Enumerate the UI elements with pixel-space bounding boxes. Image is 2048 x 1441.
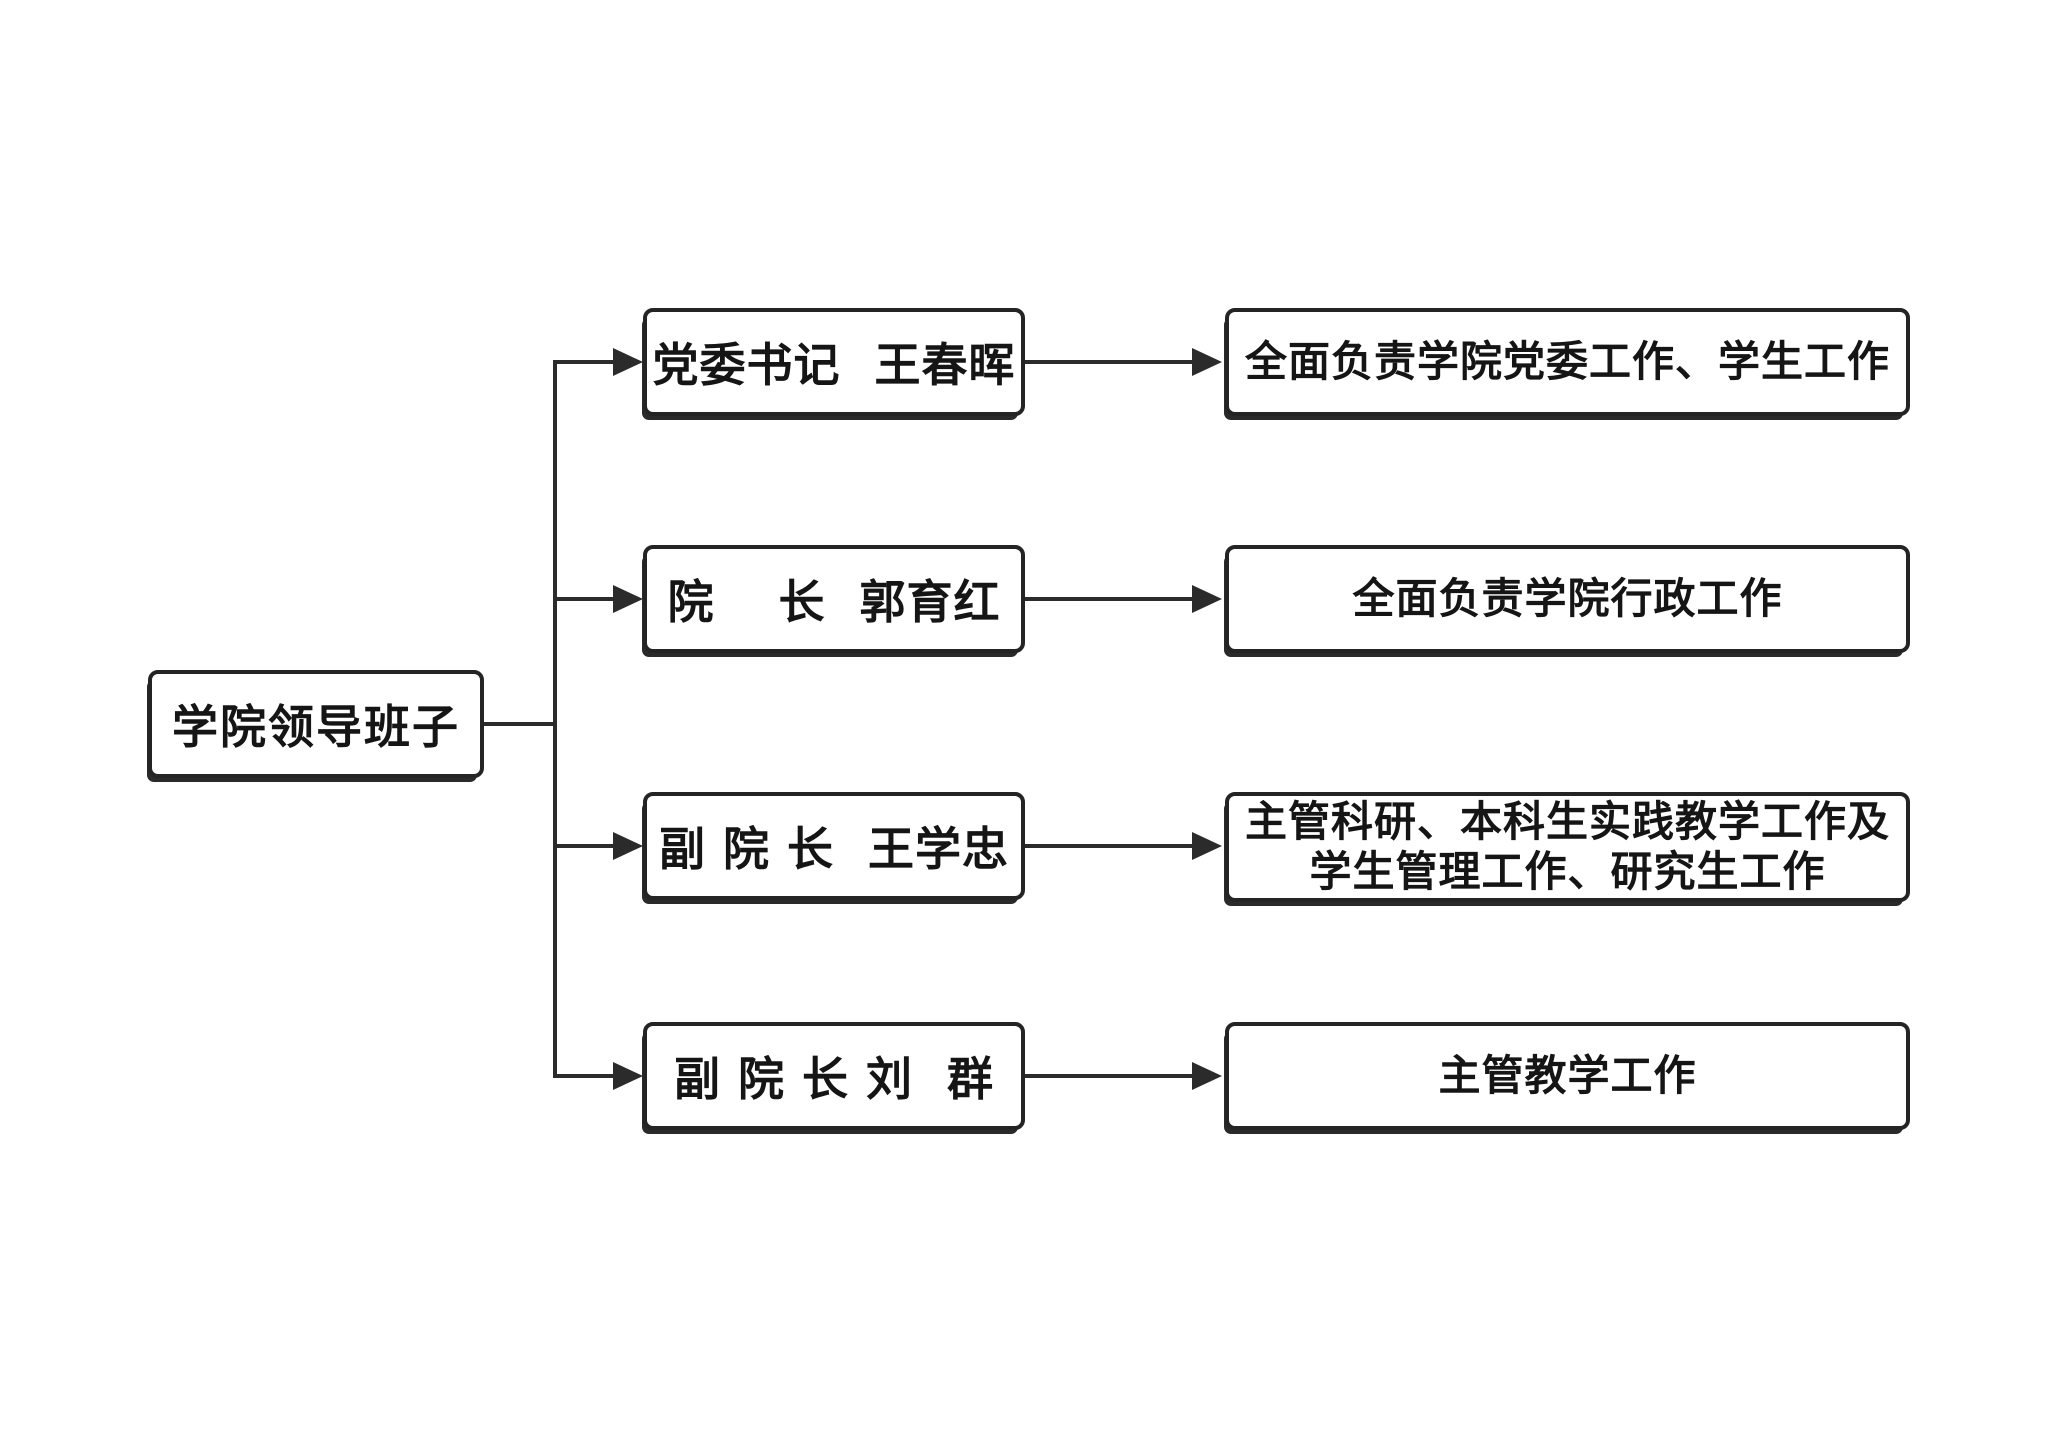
role-node-party-secretary: 党委书记 王春晖	[643, 308, 1025, 416]
role-label: 副 院 长 王学忠	[658, 822, 1010, 876]
duty-arrow-line	[1025, 360, 1192, 364]
root-node-label: 学院领导班子	[172, 700, 460, 754]
root-node-leadership-team: 学院领导班子	[148, 670, 484, 778]
role-label: 院 长 郭育红	[667, 575, 1001, 629]
duty-node-party-secretary: 全面负责学院党委工作、学生工作	[1225, 308, 1910, 416]
branch-line	[553, 1074, 617, 1078]
duty-node-vice-dean-wang: 主管科研、本科生实践教学工作及 学生管理工作、研究生工作	[1225, 792, 1910, 902]
role-node-dean: 院 长 郭育红	[643, 545, 1025, 653]
duty-arrow-line	[1025, 597, 1192, 601]
duty-arrowhead-icon	[1192, 585, 1222, 613]
duty-arrow-line	[1025, 1074, 1192, 1078]
branch-arrowhead-icon	[613, 348, 643, 376]
role-node-vice-dean-wang: 副 院 长 王学忠	[643, 792, 1025, 900]
duty-arrowhead-icon	[1192, 832, 1222, 860]
duty-node-vice-dean-liu: 主管教学工作	[1225, 1022, 1910, 1130]
branch-arrowhead-icon	[613, 1062, 643, 1090]
role-label: 党委书记 王春晖	[652, 338, 1016, 392]
duty-arrow-line	[1025, 844, 1192, 848]
branch-arrowhead-icon	[613, 585, 643, 613]
role-label: 副 院 长 刘 群	[673, 1052, 995, 1106]
duty-node-dean: 全面负责学院行政工作	[1225, 545, 1910, 653]
duty-label: 全面负责学院行政工作	[1352, 573, 1783, 623]
trunk-line	[553, 360, 557, 1078]
duty-arrowhead-icon	[1192, 1062, 1222, 1090]
duty-label: 主管科研、本科生实践教学工作及 学生管理工作、研究生工作	[1244, 796, 1890, 896]
branch-line	[553, 597, 617, 601]
duty-arrowhead-icon	[1192, 348, 1222, 376]
branch-arrowhead-icon	[613, 832, 643, 860]
role-node-vice-dean-liu: 副 院 长 刘 群	[643, 1022, 1025, 1130]
branch-line	[553, 844, 617, 848]
branch-line	[553, 360, 617, 364]
duty-label: 主管教学工作	[1438, 1050, 1697, 1100]
duty-label: 全面负责学院党委工作、学生工作	[1244, 336, 1890, 386]
root-connector-line	[484, 722, 555, 726]
